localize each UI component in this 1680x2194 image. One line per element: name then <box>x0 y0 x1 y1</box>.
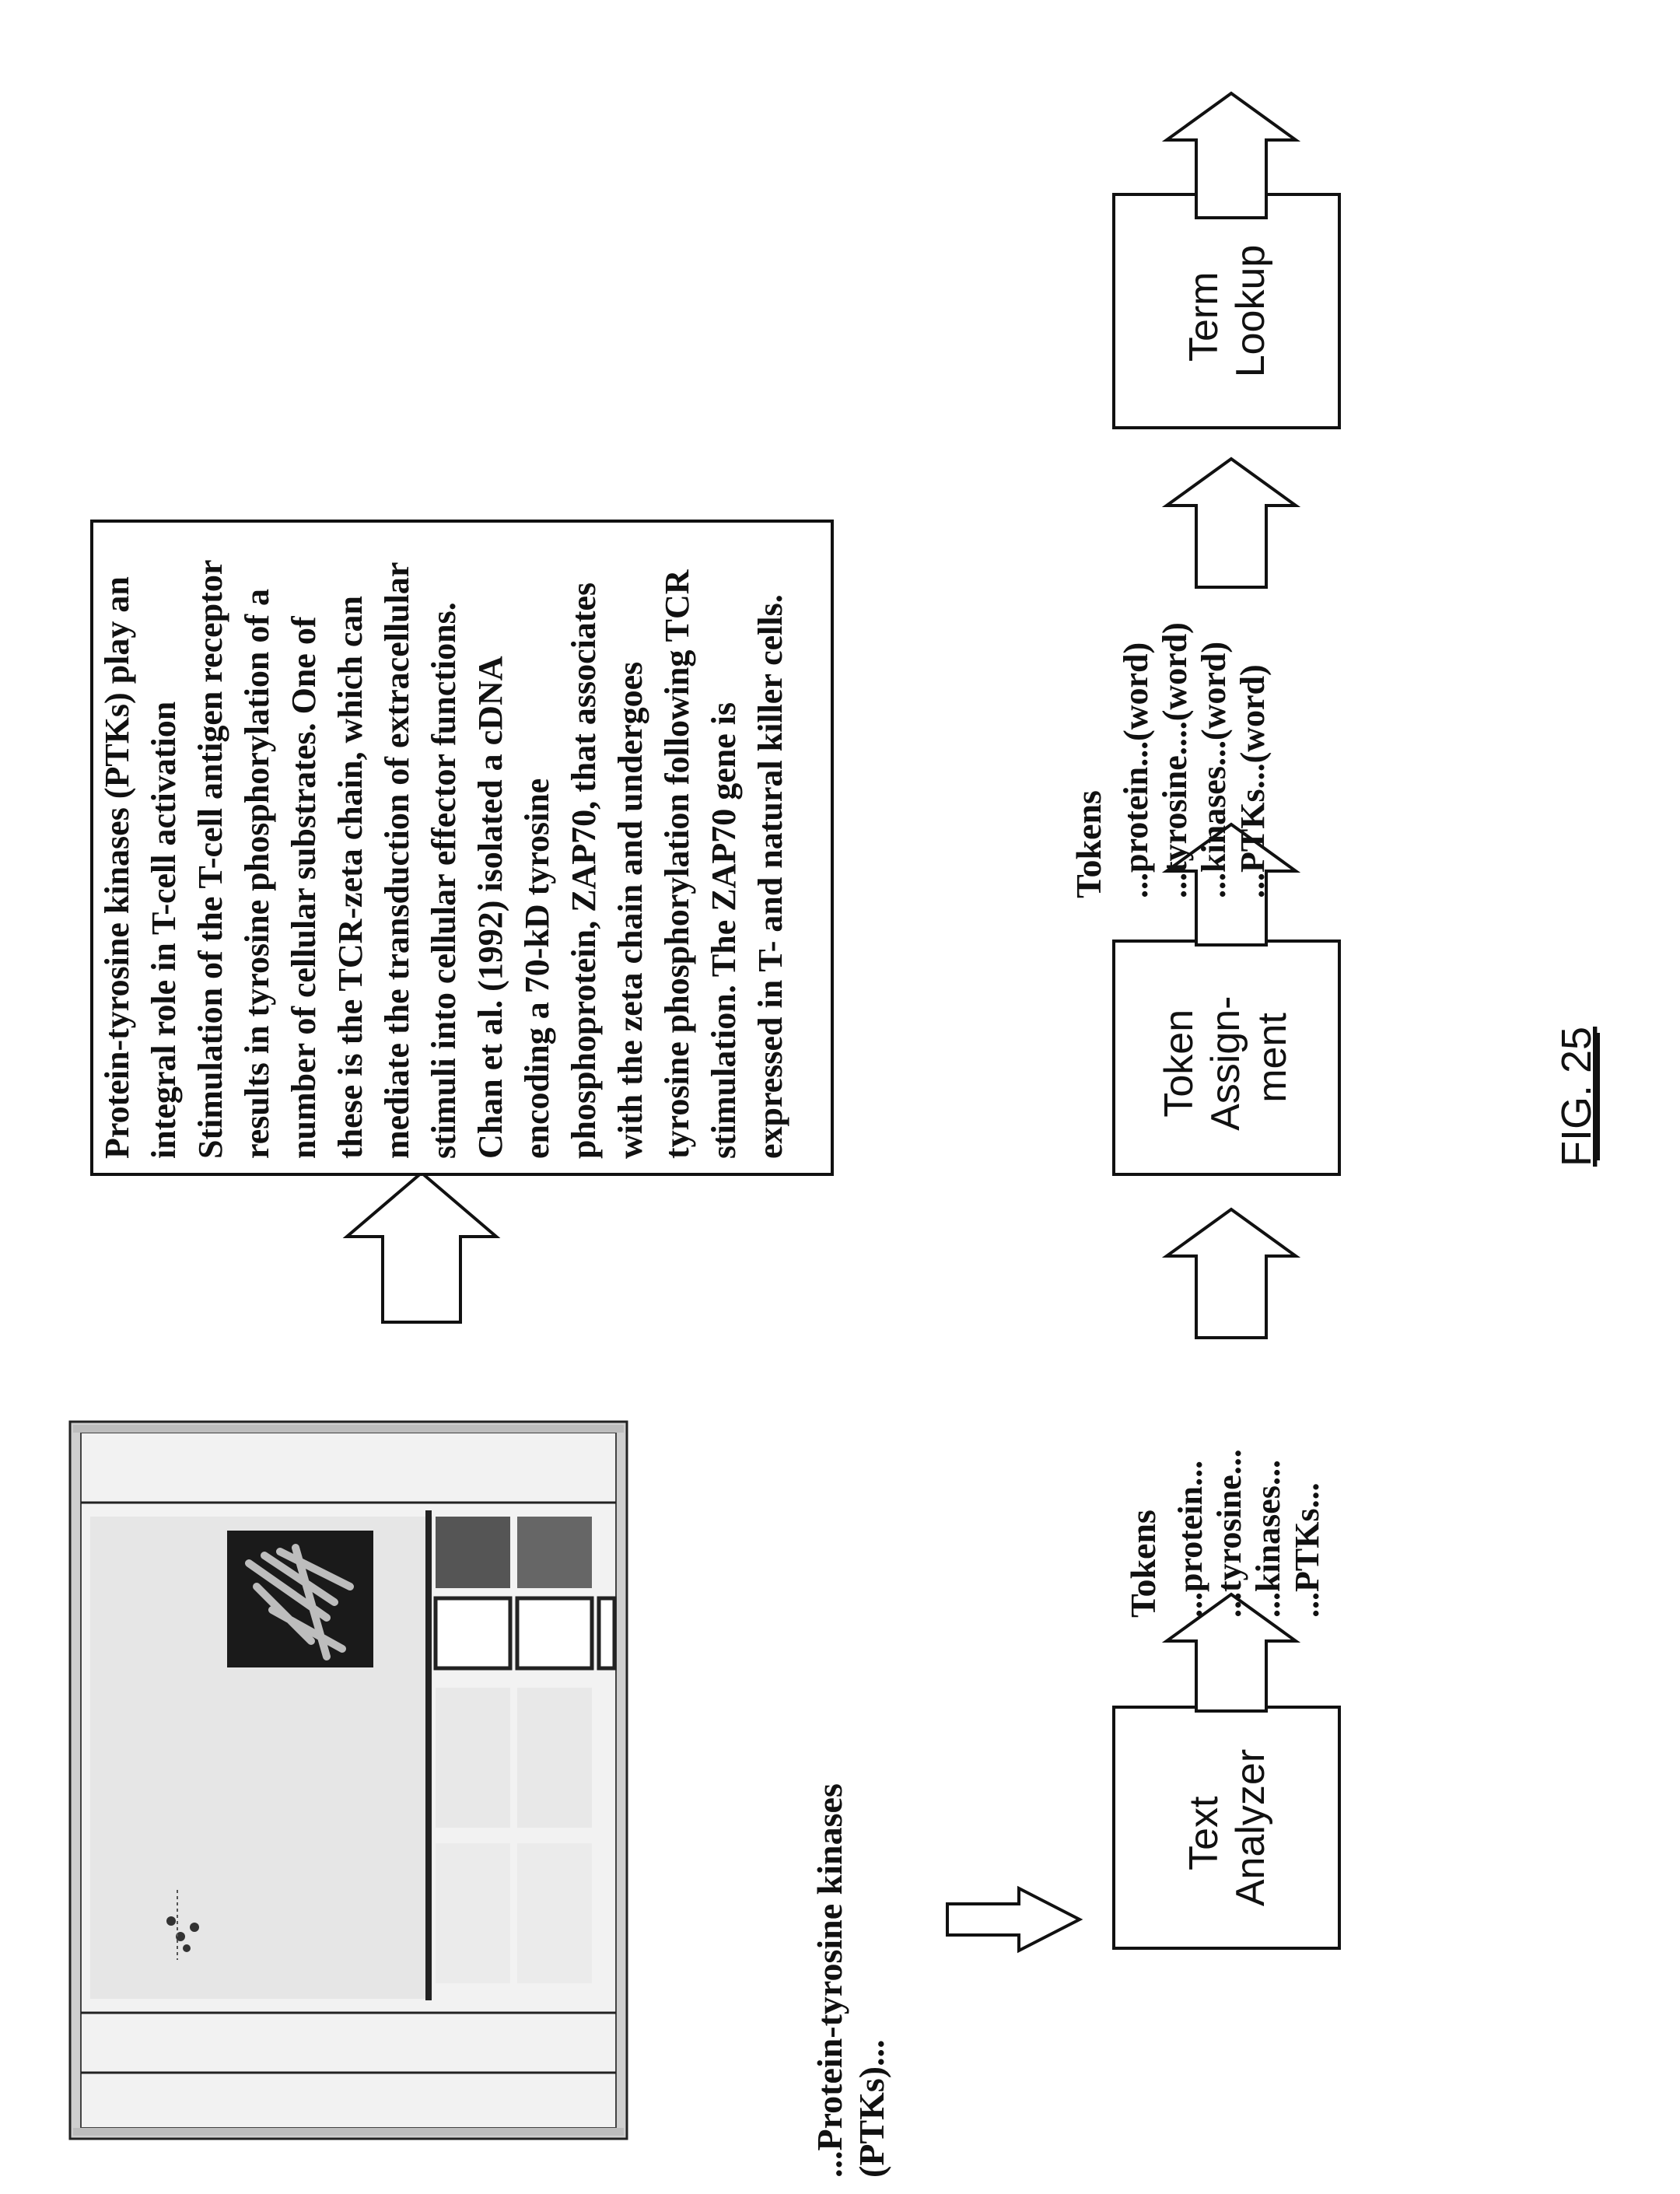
document-line-15: expressed in T- and natural killer cells… <box>751 594 789 1159</box>
document-line-3: Stimulation of the T-cell antigen recept… <box>191 560 229 1159</box>
token-assignment-box: Token Assign- ment <box>1112 940 1341 1176</box>
text-analyzer-box: Text Analyzer <box>1112 1706 1341 1950</box>
snippet-line-2: (PTKs)... <box>852 2039 891 2178</box>
arrow-output <box>1161 91 1301 219</box>
tokens-1-item-2: ...tyrosine... <box>1210 1449 1248 1618</box>
svg-text:Text Analyzer: Text Analyzer <box>1181 1749 1273 1906</box>
document-line-13: tyrosine phosphorylation following TCR <box>658 569 696 1159</box>
document-line-4: results in tyrosine phosphorylation of a <box>238 589 276 1159</box>
arrow-to-tokens-1 <box>1161 1592 1301 1713</box>
svg-text:Tokens: Tokens <box>1123 1510 1163 1618</box>
arrow-to-text-analyzer <box>946 1885 1083 1954</box>
token-assignment-line-1: Token <box>1157 1010 1202 1118</box>
tokens-2-heading: Tokens <box>1069 790 1108 898</box>
svg-text:...protein...(word)...tyrosine: ...protein...(word)...tyrosine....(word)… <box>1117 622 1272 898</box>
tokens-1-item-1: ...protein... <box>1171 1461 1209 1618</box>
tokens-list-2: Tokens ...protein...(word)...tyrosine...… <box>1069 622 1272 898</box>
document-line-7: mediate the transduction of extracellula… <box>378 562 416 1159</box>
term-lookup-line-2: Lookup <box>1228 245 1273 378</box>
token-assignment-line-3: ment <box>1250 1013 1295 1103</box>
web-page-thumbnail <box>68 1420 628 2140</box>
document-line-9: Chan et al. (1992) isolated a cDNA <box>471 656 509 1159</box>
tokens-1-item-4: ...PTKs... <box>1288 1482 1326 1618</box>
tokens-2-item-1: ...protein...(word) <box>1117 642 1155 898</box>
tokens-1-heading: Tokens <box>1123 1510 1163 1618</box>
logo-icon <box>166 1890 199 1960</box>
chromosome-image-icon <box>227 1531 373 1667</box>
tokens-1-item-3: ...kinases... <box>1249 1460 1287 1618</box>
tokens-2-item-3: ...kinases...(word) <box>1195 642 1233 898</box>
document-line-12: with the zeta chain and undergoes <box>611 662 649 1159</box>
text-analyzer-line-1: Text <box>1181 1796 1227 1870</box>
document-line-8: stimuli into cellular effector functions… <box>425 602 463 1159</box>
figure-label-text: FIG. 25 <box>1553 1027 1600 1167</box>
svg-text:Tokens: Tokens <box>1069 790 1108 898</box>
tokens-2-item-2: ...tyrosine....(word) <box>1156 622 1194 898</box>
tokens-list-1: Tokens ...protein......tyrosine......kin… <box>1123 1449 1326 1618</box>
document-line-6: these is the TCR-zeta chain, which can <box>331 596 369 1159</box>
snippet-line-1: ...Protein-tyrosine kinases <box>810 1783 849 2178</box>
svg-text:Term Lookup: Term Lookup <box>1181 245 1273 378</box>
text-snippet: ...Protein-tyrosine kinases (PTKs)... <box>810 1775 891 2178</box>
token-assignment-line-2: Assign- <box>1203 996 1248 1131</box>
text-analyzer-line-2: Analyzer <box>1228 1749 1273 1906</box>
thumbnail-tiles <box>433 1517 617 1983</box>
document-line-2: integral role in T-cell activation <box>145 702 183 1159</box>
svg-text:Token Assign- ment: Token Assign- ment <box>1157 985 1295 1131</box>
arrow-to-document <box>342 1170 501 1324</box>
term-lookup-box: Term Lookup <box>1112 193 1341 429</box>
arrow-to-token-assignment <box>1161 1207 1301 1339</box>
tokens-2-item-4: ...PTKs...(word) <box>1234 664 1272 898</box>
term-lookup-line-1: Term <box>1181 271 1227 362</box>
svg-text:...Protein-tyrosine kinases: ...Protein-tyrosine kinases (PTKs)... <box>810 1775 891 2178</box>
document-line-5: number of cellular substrates. One of <box>285 615 323 1159</box>
document-line-10: encoding a 70-kD tyrosine <box>518 779 556 1159</box>
document-line-14: stimulation. The ZAP70 gene is <box>705 702 743 1159</box>
figure-label: FIG. 25 <box>1553 1027 1600 1167</box>
arrow-to-tokens-2 <box>1161 822 1301 947</box>
arrow-to-term-lookup <box>1161 457 1301 589</box>
svg-text:...protein......tyrosine......: ...protein......tyrosine......kinases...… <box>1171 1449 1326 1618</box>
document-line-11: phosphoprotein, ZAP70, that associates <box>565 583 603 1159</box>
document-line-1: Protein-tyrosine kinases (PTKs) play an <box>98 576 136 1159</box>
